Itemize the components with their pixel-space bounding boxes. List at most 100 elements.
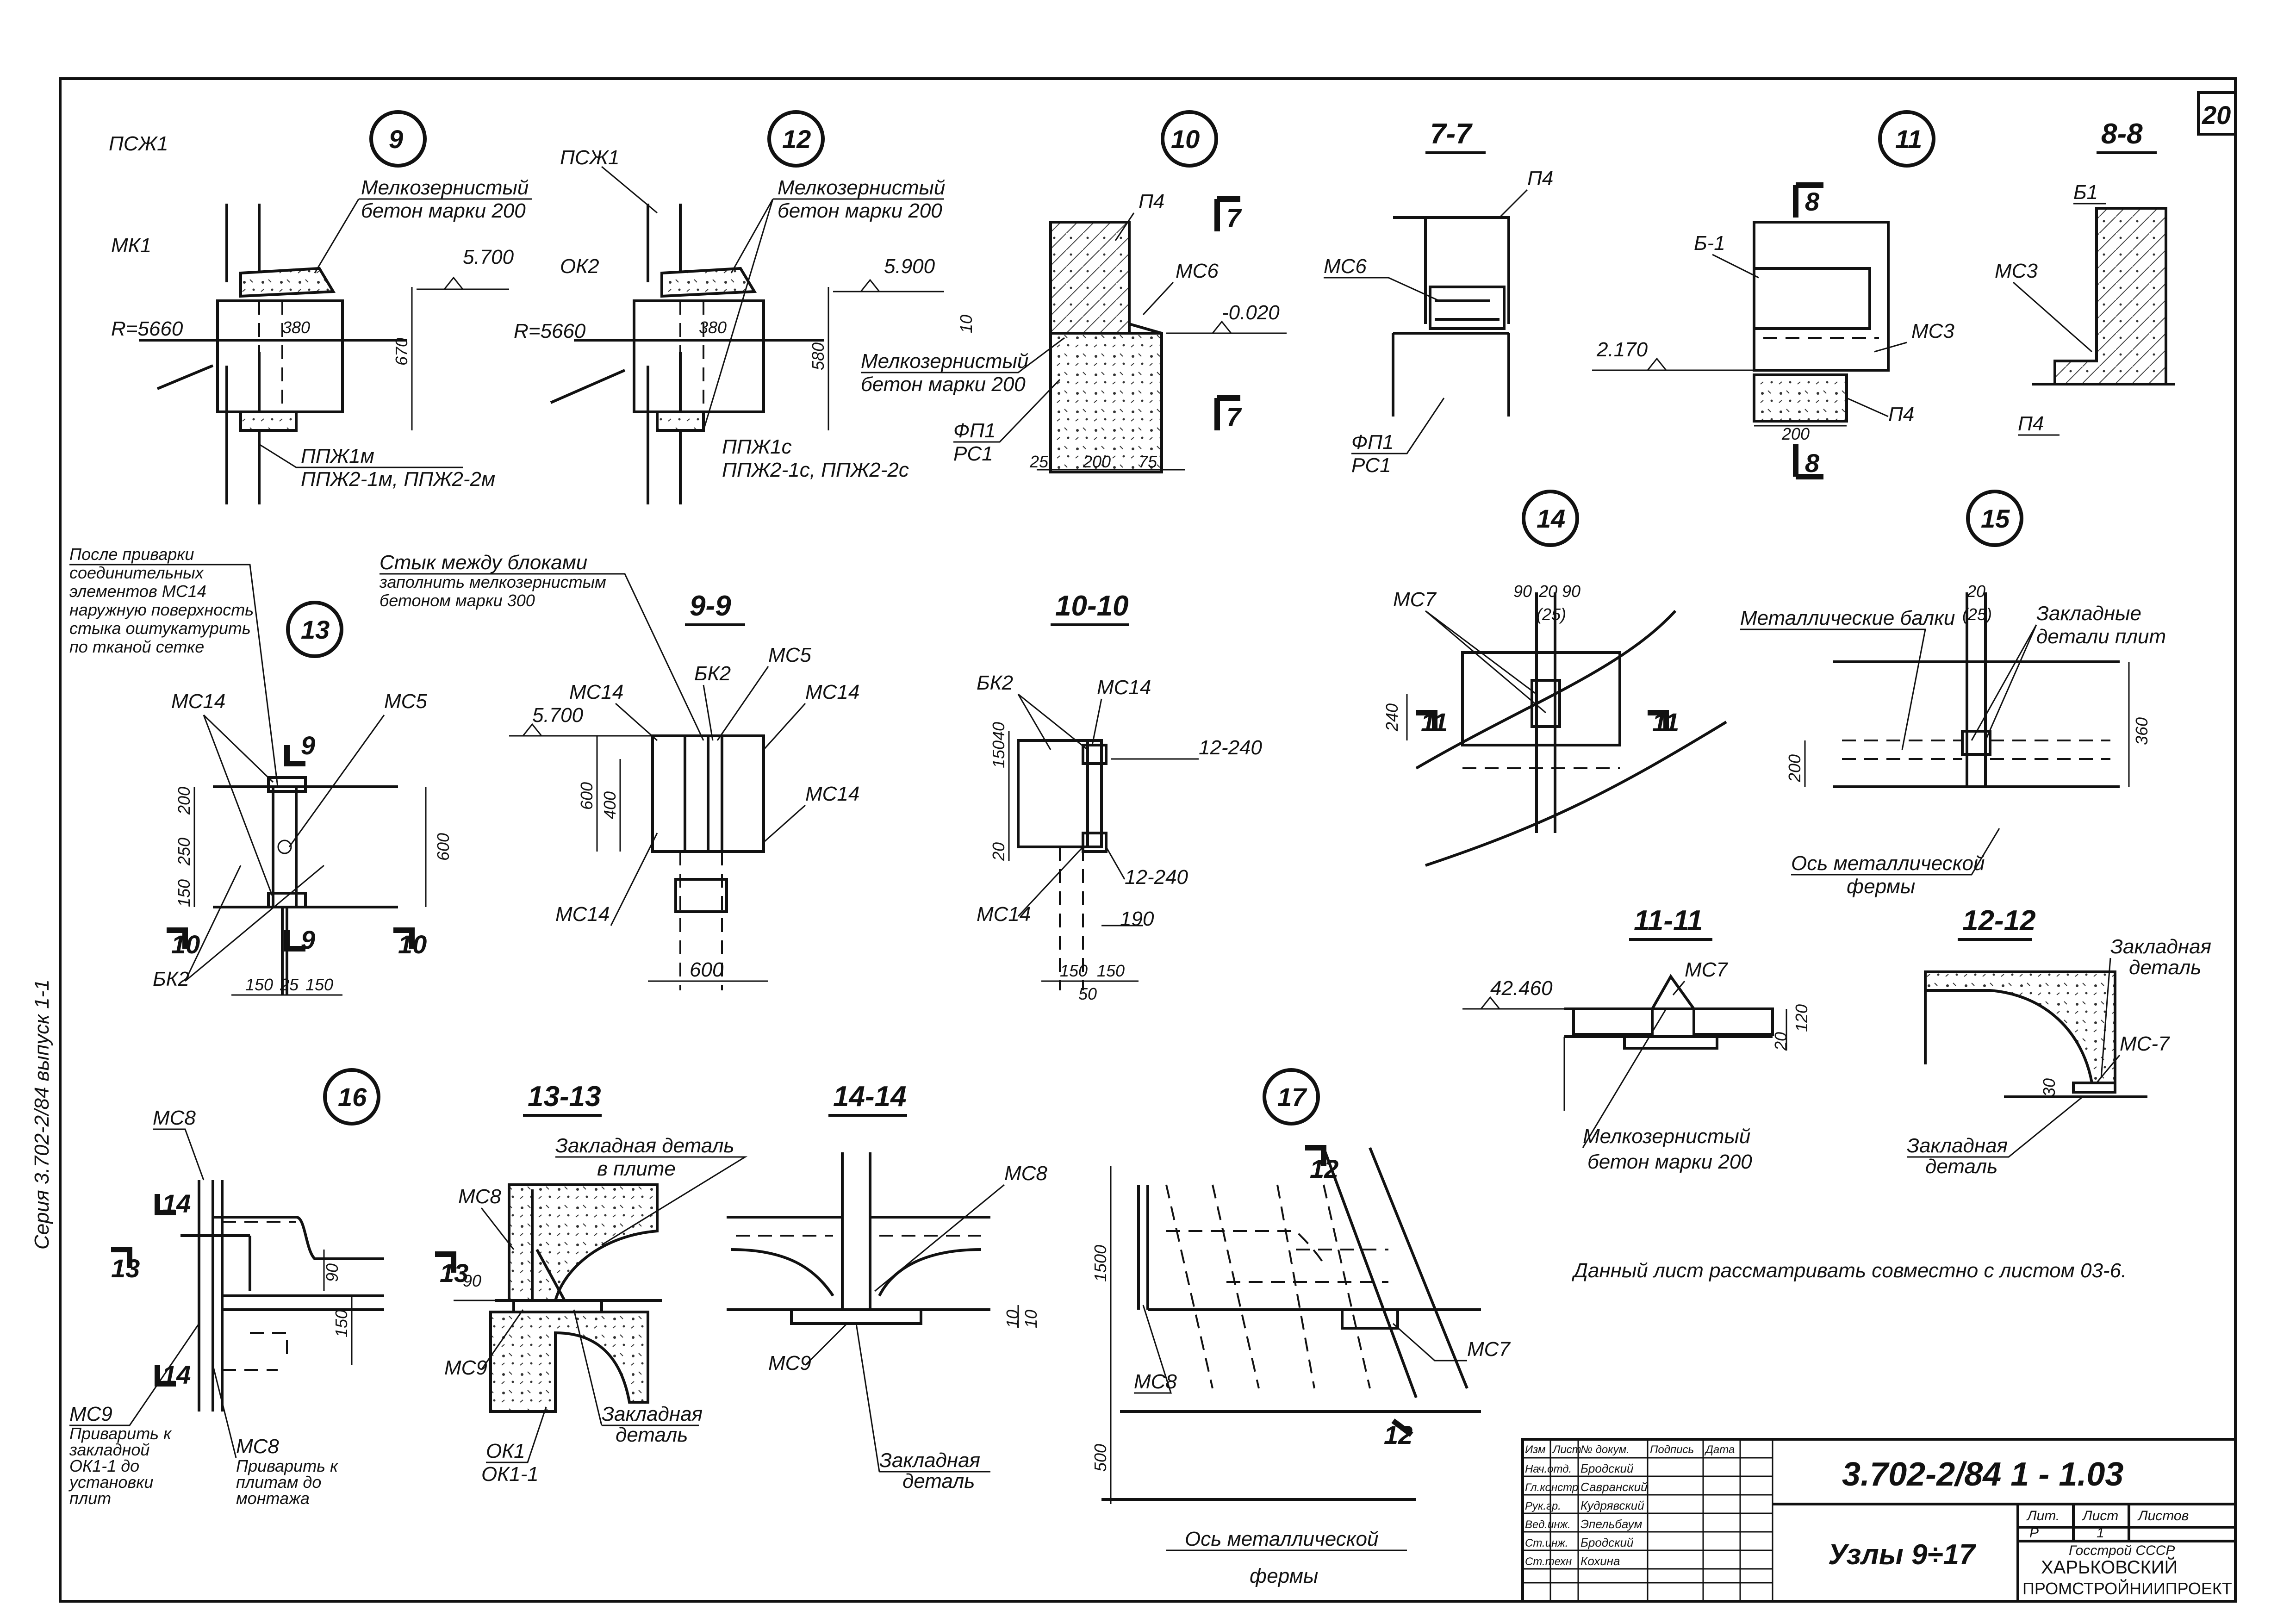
- node-15: 15 Металлические балки Закладные детали …: [1740, 490, 2166, 898]
- section-9-9-mc14-top-l: МС14: [569, 681, 623, 703]
- section-9-9: Стык между блоками заполнить мелкозернис…: [379, 551, 859, 990]
- section-11-11: 11-11 МС7 42.460 20 120 Мелкозернистый б…: [1462, 905, 1811, 1173]
- section-9-9-bk2: БК2: [694, 662, 731, 685]
- node-15-emb2: детали плит: [2036, 625, 2166, 648]
- node-15-emb1: Закладные: [2036, 602, 2141, 625]
- tb-name-0: Бродский: [1580, 1461, 1633, 1475]
- section-10-10-d50: 50: [1078, 984, 1097, 1003]
- node-13-cut10-r: 10: [398, 930, 427, 959]
- node-17-cut-top: 12: [1310, 1154, 1338, 1183]
- section-12-12-emb4: деталь: [1925, 1155, 1997, 1178]
- node-10-p4: П4: [1139, 190, 1164, 213]
- section-12-12: 12-12 Закладная деталь МС-7 30 Закладная…: [1907, 905, 2211, 1178]
- node-17-mc8: МС8: [1134, 1370, 1177, 1393]
- node-13-note-0: После приварки: [69, 545, 194, 564]
- node-15-axis2: фермы: [1847, 875, 1915, 898]
- node-9-d670: 670: [392, 338, 411, 366]
- tb-head-date: Дата: [1704, 1443, 1735, 1456]
- section-10-10-title: 10-10: [1055, 590, 1129, 622]
- node-9-mk1: МК1: [111, 234, 151, 257]
- section-11-11-mc7: МС7: [1685, 958, 1728, 981]
- section-10-10-d20: 20: [989, 842, 1008, 861]
- tb-head-doc: № докум.: [1580, 1443, 1630, 1456]
- section-12-12-emb3: Закладная: [1907, 1134, 2008, 1157]
- node-16-cut13: 13: [111, 1254, 140, 1283]
- node-13-d600: 600: [434, 833, 453, 861]
- section-10-10-d40: 40: [989, 722, 1008, 740]
- page-number: 20: [2202, 100, 2231, 130]
- node-13-d25: 25: [280, 975, 299, 994]
- node-11-number: 11: [1895, 124, 1922, 154]
- tb-lit-val: Р: [2029, 1525, 2039, 1541]
- node-13: 13 После приварки соединительных элемент…: [69, 545, 453, 996]
- node-9-radius: R=5660: [111, 317, 183, 340]
- section-9-9-note-2: бетоном марки 300: [380, 591, 535, 610]
- node-13-cut9-top: 9: [301, 731, 315, 760]
- node-14-cut-r: 11: [1652, 708, 1679, 737]
- node-16-d90: 90: [323, 1263, 342, 1282]
- node-9-psj1: ПСЖ1: [109, 132, 168, 155]
- node-16-note2-0: Приварить к: [236, 1456, 339, 1475]
- node-13-cut9-bot: 9: [301, 925, 315, 954]
- section-7-7-fp1: ФП1: [1351, 431, 1394, 454]
- tb-name: Узлы 9÷17: [1828, 1539, 1976, 1571]
- node-9-concrete2: бетон марки 200: [361, 199, 526, 222]
- tb-head-list: Лист: [1552, 1443, 1581, 1456]
- node-16-mc9: МС9: [69, 1403, 112, 1425]
- node-10-elev: -0.020: [1222, 301, 1280, 324]
- node-13-note-4: стыка оштукатурить: [69, 619, 251, 638]
- section-9-9-mc14-bot-l: МС14: [555, 903, 610, 926]
- node-9-concrete1: Мелкозернистый: [361, 176, 529, 199]
- node-9-panel2: ППЖ2-1м, ППЖ2-2м: [301, 468, 495, 491]
- node-12-panel2: ППЖ2-1с, ППЖ2-2с: [722, 459, 909, 481]
- tb-role-3: Вед.инж.: [1525, 1518, 1571, 1531]
- node-13-d250: 250: [174, 838, 193, 866]
- node-14: 14 МС7 90 20 90 (25) 240 11 11: [1382, 490, 1727, 867]
- node-9: 9 ПСЖ1 МК1 Мелкозернистый бетон марки 20…: [109, 110, 532, 504]
- node-17: 17 12 12 МС7 МС8 1500 500 Ось металличес…: [1091, 1068, 1511, 1587]
- node-17-d500: 500: [1091, 1444, 1110, 1472]
- section-10-10-mc14-top: МС14: [1097, 676, 1151, 699]
- tb-name-2: Кудрявский: [1580, 1499, 1644, 1512]
- node-17-cut-bot: 12: [1384, 1420, 1412, 1449]
- section-7-7-mc6: МС6: [1324, 255, 1367, 278]
- section-13-13-title: 13-13: [528, 1081, 601, 1113]
- section-13-13-emb4: деталь: [616, 1424, 688, 1446]
- section-12-12-emb1: Закладная: [2110, 935, 2211, 958]
- node-16: 16 МС8 14 14 13 90 150 МС9 Приварить к з…: [68, 1068, 384, 1508]
- section-14-14-title: 14-14: [833, 1081, 907, 1113]
- node-13-note-2: элементов МС14: [69, 582, 206, 601]
- section-13-13-mc9: МС9: [444, 1356, 487, 1379]
- section-8-8-p4: П4: [2018, 412, 2044, 435]
- node-10-concrete1: Мелкозернистый: [861, 350, 1028, 373]
- section-10-10-d190: 190: [1120, 908, 1154, 930]
- section-13-13-cut: 13: [440, 1258, 468, 1287]
- node-11-b1: Б-1: [1694, 232, 1725, 255]
- section-10-10-d12-top: 12-240: [1199, 736, 1263, 759]
- section-7-7-title: 7-7: [1430, 118, 1473, 150]
- tb-org-3: ПРОМСТРОЙНИИПРОЕКТ: [2022, 1579, 2232, 1598]
- node-15-d20: 20: [1966, 582, 1985, 601]
- section-14-14-emb1: Закладная: [879, 1449, 980, 1472]
- node-13-mc5: МС5: [384, 690, 427, 713]
- section-14-14: 14-14 МС8 МС9 10 10 Закладная деталь: [727, 1081, 1047, 1492]
- general-note: Данный лист рассматривать совместно с ли…: [1571, 1259, 2127, 1282]
- title-block: Изм Лист № докум. Подпись Дата Нач.отд. …: [1521, 1438, 2237, 1603]
- section-14-14-mc8: МС8: [1004, 1162, 1047, 1185]
- node-15-number: 15: [1981, 504, 2010, 533]
- section-14-14-mc9: МС9: [768, 1352, 811, 1374]
- node-9-d380: 380: [282, 318, 310, 337]
- node-12-psj1: ПСЖ1: [560, 146, 619, 169]
- node-16-note1-3: установки: [68, 1473, 153, 1492]
- section-9-9-d600: 600: [577, 782, 596, 810]
- tb-head-sign: Подпись: [1650, 1443, 1694, 1456]
- section-9-9-mc14-mid-r: МС14: [805, 783, 859, 805]
- node-16-note1-2: ОК1-1 до: [69, 1456, 139, 1475]
- section-10-10-d150: 150: [989, 740, 1008, 768]
- node-11: 11 8 Б-1 МС3 2.170 П4 200 8: [1592, 110, 1954, 479]
- node-17-axis1: Ось металлической: [1185, 1528, 1378, 1550]
- section-8-8-b1: Б1: [2073, 181, 2098, 204]
- section-11-11-elev: 42.460: [1490, 977, 1553, 1000]
- section-12-12-title: 12-12: [1962, 905, 2036, 937]
- node-16-number: 16: [338, 1082, 367, 1112]
